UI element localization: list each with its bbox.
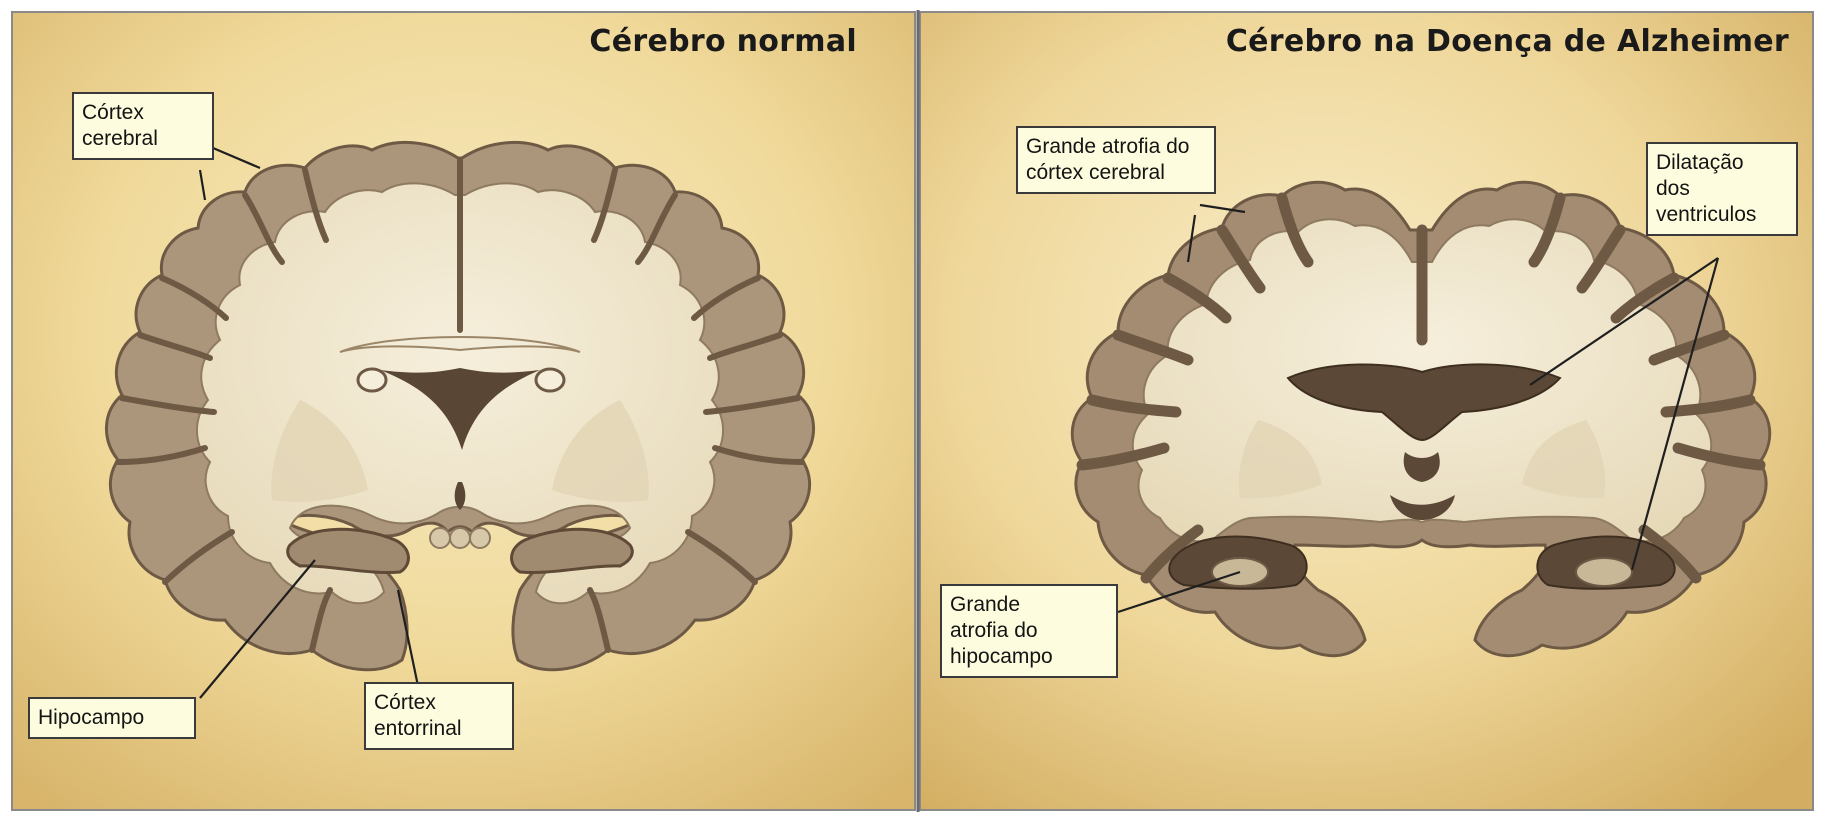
label-hippocampus-atrophy-line3: hipocampo xyxy=(950,644,1108,670)
label-entorhinal-cortex: Córtex entorrinal xyxy=(364,682,514,750)
normal-ventricle-left xyxy=(358,369,386,391)
normal-ventricle-right xyxy=(536,369,564,391)
label-cerebral-cortex-line1: Córtex xyxy=(82,100,204,126)
normal-brain-title: Cérebro normal xyxy=(589,24,857,59)
label-entorhinal-cortex-line2: entorrinal xyxy=(374,716,504,742)
normal-mammillary-left xyxy=(430,528,450,548)
alzheimer-hippocampus-right-remnant xyxy=(1576,558,1632,586)
label-ventricle-dilation-line1: Dilatação xyxy=(1656,150,1788,176)
label-ventricle-dilation-line2: dos xyxy=(1656,176,1788,202)
label-cortex-atrophy: Grande atrofia do córtex cerebral xyxy=(1016,126,1216,194)
label-hippocampus-atrophy: Grande atrofia do hipocampo xyxy=(940,584,1118,678)
label-hippocampus-atrophy-line2: atrofia do xyxy=(950,618,1108,644)
label-hippocampus-atrophy-line1: Grande xyxy=(950,592,1108,618)
label-cortex-atrophy-line2: córtex cerebral xyxy=(1026,160,1206,186)
label-cerebral-cortex: Córtex cerebral xyxy=(72,92,214,160)
label-ventricle-dilation: Dilatação dos ventriculos xyxy=(1646,142,1798,236)
label-cerebral-cortex-line2: cerebral xyxy=(82,126,204,152)
label-hippocampus-line1: Hipocampo xyxy=(38,705,186,731)
label-cortex-atrophy-line1: Grande atrofia do xyxy=(1026,134,1206,160)
alzheimer-brain-title: Cérebro na Doença de Alzheimer xyxy=(1226,24,1789,59)
normal-mammillary-center xyxy=(450,528,470,548)
label-hippocampus: Hipocampo xyxy=(28,697,196,739)
normal-mammillary-right xyxy=(470,528,490,548)
label-ventricle-dilation-line3: ventriculos xyxy=(1656,202,1788,228)
label-entorhinal-cortex-line1: Córtex xyxy=(374,690,504,716)
